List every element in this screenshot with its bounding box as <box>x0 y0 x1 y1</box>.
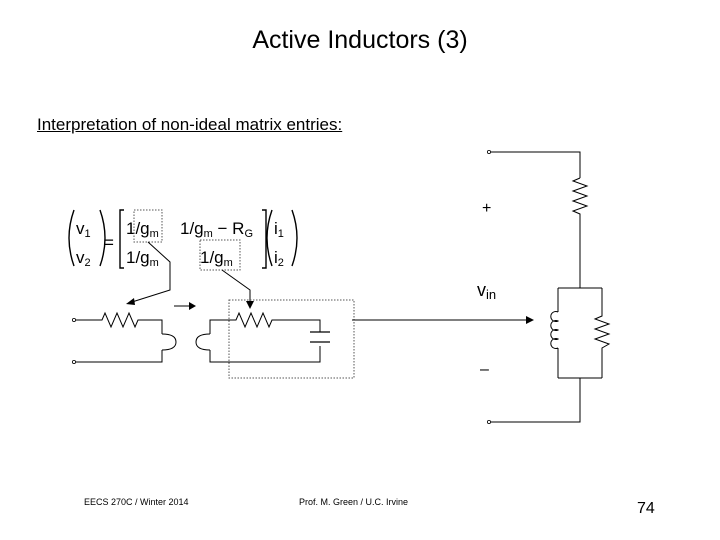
pointer-arrowhead-11 <box>126 298 135 305</box>
wire-bottom-right <box>491 378 581 423</box>
wire-top-right <box>491 151 581 178</box>
page-number: 74 <box>637 500 655 517</box>
pointer-arrowhead-22 <box>246 301 254 309</box>
matrix-entry-12: 1/gm − RG <box>180 219 253 240</box>
vin-label: vin <box>477 280 496 302</box>
matrix-entry-21: 1/gm <box>126 248 159 269</box>
pointer-line-11 <box>131 241 171 303</box>
equivalence-arrow-head <box>526 316 534 324</box>
highlight-output-network <box>228 299 355 379</box>
arrow-head <box>189 302 196 310</box>
footer-course: EECS 270C / Winter 2014 <box>84 497 189 507</box>
terminal-bottom-right <box>486 419 491 424</box>
resistor-left <box>76 311 163 334</box>
wire-port2 <box>209 311 321 334</box>
terminal-top-right <box>486 149 491 154</box>
matrix-bracket-open <box>119 209 124 269</box>
equals-sign: = <box>104 233 114 252</box>
inductor-coil <box>550 288 560 378</box>
wire-bottom-left <box>76 350 163 363</box>
highlight-entry-22 <box>199 239 241 271</box>
left-paren-close <box>99 209 106 267</box>
matrix-entry-22: 1/gm <box>200 248 233 269</box>
right-paren-open <box>266 209 273 267</box>
subtitle: Interpretation of non-ideal matrix entri… <box>37 115 343 134</box>
series-resistor <box>571 177 589 288</box>
plus-sign: + <box>482 200 491 217</box>
left-paren-open <box>68 209 75 267</box>
terminal-bottom-left <box>72 359 77 364</box>
footer-author: Prof. M. Green / U.C. Irvine <box>299 497 409 507</box>
dependent-source-right <box>195 333 211 351</box>
dependent-source-left <box>161 333 177 351</box>
i1-label: i1 <box>274 219 284 240</box>
parallel-resistor <box>593 288 611 378</box>
slide-title: Active Inductors (3) <box>252 26 468 54</box>
matrix-entry-11: 1/gm <box>126 219 159 240</box>
right-paren-close <box>291 209 298 267</box>
terminal-top-left <box>72 317 77 322</box>
matrix-equation: v1 v2 = 1/gm 1/gm − RG 1/gm 1/gm i1 i2 <box>68 209 298 271</box>
pointer-line-22 <box>221 269 251 302</box>
wire-port2-bottom <box>209 346 321 363</box>
matrix-bracket-close <box>262 209 267 269</box>
v2-label: v2 <box>76 248 91 269</box>
minus-sign: – <box>480 361 489 378</box>
v1-label: v1 <box>76 219 91 240</box>
i2-label: i2 <box>274 248 284 269</box>
